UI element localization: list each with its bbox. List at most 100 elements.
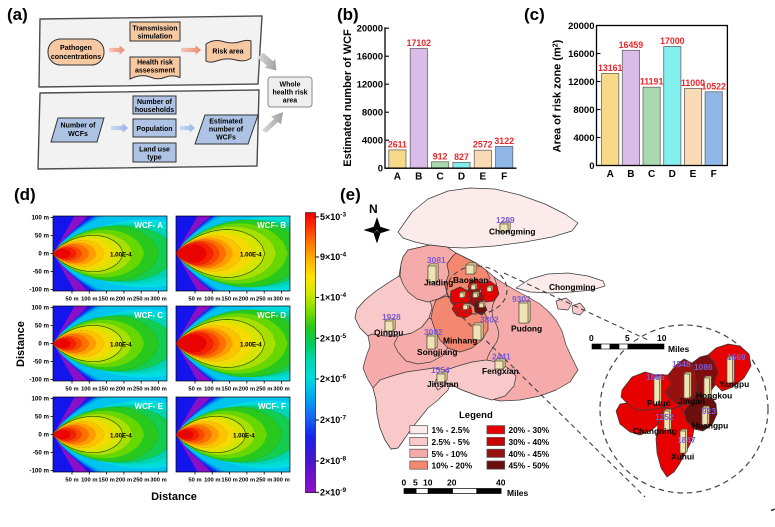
svg-text:50 m: 50 m bbox=[65, 478, 78, 484]
svg-text:13161: 13161 bbox=[598, 63, 623, 73]
svg-text:Miles: Miles bbox=[668, 344, 690, 354]
svg-text:Putuo: Putuo bbox=[647, 398, 671, 408]
svg-text:D: D bbox=[669, 169, 676, 180]
svg-text:E: E bbox=[479, 172, 486, 183]
svg-text:300 m: 300 m bbox=[150, 297, 166, 303]
svg-text:100 m: 100 m bbox=[31, 305, 49, 312]
svg-text:9302: 9302 bbox=[512, 294, 531, 304]
svg-text:300 m: 300 m bbox=[273, 478, 289, 484]
svg-text:health risk: health risk bbox=[272, 90, 307, 97]
svg-text:5: 5 bbox=[625, 333, 630, 343]
svg-text:5: 5 bbox=[413, 478, 418, 488]
svg-text:assessment: assessment bbox=[135, 68, 176, 75]
svg-text:20000: 20000 bbox=[357, 24, 383, 35]
svg-text:1548: 1548 bbox=[672, 359, 691, 369]
svg-text:50 m: 50 m bbox=[65, 297, 78, 303]
svg-text:11000: 11000 bbox=[681, 78, 705, 88]
svg-text:200 m: 200 m bbox=[239, 297, 255, 303]
svg-text:250 m: 250 m bbox=[256, 478, 272, 484]
svg-text:50 m: 50 m bbox=[65, 387, 78, 393]
svg-text:2×10-5: 2×10-5 bbox=[320, 333, 346, 344]
svg-text:1928: 1928 bbox=[382, 312, 401, 322]
svg-text:923: 923 bbox=[702, 406, 716, 416]
svg-text:1086: 1086 bbox=[694, 362, 713, 372]
svg-text:5×10-3: 5×10-3 bbox=[320, 212, 346, 223]
svg-text:Estimated: Estimated bbox=[209, 119, 242, 126]
svg-text:11191: 11191 bbox=[640, 77, 664, 87]
svg-text:1.00E-4: 1.00E-4 bbox=[240, 342, 262, 349]
svg-text:(d): (d) bbox=[14, 185, 36, 204]
svg-text:16459: 16459 bbox=[619, 40, 644, 50]
svg-text:Area of risk zone (m2): Area of risk zone (m2) bbox=[552, 39, 564, 152]
svg-text:4000: 4000 bbox=[362, 136, 383, 147]
svg-text:Population: Population bbox=[136, 126, 172, 133]
svg-text:200 m: 200 m bbox=[116, 478, 132, 484]
svg-text:Huangpu: Huangpu bbox=[692, 421, 728, 431]
svg-text:F: F bbox=[711, 169, 717, 180]
svg-text:150 m: 150 m bbox=[221, 478, 237, 484]
svg-text:1554: 1554 bbox=[431, 365, 450, 375]
svg-text:2.5% - 5%: 2.5% - 5% bbox=[432, 437, 471, 447]
svg-text:3081: 3081 bbox=[427, 255, 446, 265]
svg-text:2×10-9: 2×10-9 bbox=[320, 487, 346, 498]
svg-text:20000: 20000 bbox=[568, 21, 594, 32]
svg-text:WCF- F: WCF- F bbox=[258, 402, 286, 411]
svg-text:Fengxian: Fengxian bbox=[482, 366, 519, 376]
svg-text:827: 827 bbox=[454, 152, 469, 162]
svg-text:E: E bbox=[690, 169, 697, 180]
svg-text:150 m: 150 m bbox=[98, 297, 114, 303]
svg-text:12000: 12000 bbox=[357, 80, 383, 91]
svg-text:0: 0 bbox=[378, 164, 383, 175]
svg-text:300 m: 300 m bbox=[150, 478, 166, 484]
svg-text:A: A bbox=[394, 172, 401, 183]
svg-text:WCF- B: WCF- B bbox=[257, 221, 286, 230]
svg-text:Pathogen: Pathogen bbox=[60, 45, 92, 52]
svg-text:Qingpu: Qingpu bbox=[374, 328, 403, 338]
svg-text:-100 m: -100 m bbox=[29, 377, 49, 384]
svg-text:type: type bbox=[147, 155, 162, 162]
svg-text:45% - 50%: 45% - 50% bbox=[509, 461, 550, 471]
svg-text:Number of: Number of bbox=[61, 123, 97, 130]
svg-text:B: B bbox=[627, 169, 634, 180]
svg-text:1.00E-4: 1.00E-4 bbox=[110, 433, 132, 440]
svg-text:0: 0 bbox=[589, 161, 594, 172]
svg-text:100 m: 100 m bbox=[204, 478, 220, 484]
svg-text:households: households bbox=[135, 107, 174, 114]
svg-text:Xuhui: Xuhui bbox=[671, 452, 694, 462]
svg-text:Transmission: Transmission bbox=[132, 26, 177, 33]
svg-text:Jinshan: Jinshan bbox=[427, 379, 459, 389]
svg-text:2441: 2441 bbox=[492, 352, 511, 362]
svg-text:Land use: Land use bbox=[139, 147, 170, 154]
svg-text:1.00E-4: 1.00E-4 bbox=[233, 433, 255, 440]
svg-text:1.00E-4: 1.00E-4 bbox=[240, 252, 262, 259]
svg-text:150 m: 150 m bbox=[98, 387, 114, 393]
svg-text:Songjiang: Songjiang bbox=[417, 347, 457, 357]
svg-text:simulation: simulation bbox=[137, 34, 172, 41]
svg-text:200 m: 200 m bbox=[239, 387, 255, 393]
svg-text:17000: 17000 bbox=[660, 36, 685, 46]
svg-text:9×10-4: 9×10-4 bbox=[320, 252, 346, 263]
svg-text:20: 20 bbox=[447, 478, 457, 488]
svg-text:N: N bbox=[369, 202, 378, 216]
svg-text:100 m: 100 m bbox=[31, 215, 49, 222]
svg-text:0: 0 bbox=[589, 333, 594, 343]
svg-text:0 m: 0 m bbox=[38, 341, 49, 348]
svg-text:40: 40 bbox=[496, 478, 506, 488]
svg-text:10% - 20%: 10% - 20% bbox=[432, 461, 473, 471]
svg-text:number of: number of bbox=[209, 127, 244, 134]
svg-text:3092: 3092 bbox=[424, 327, 443, 337]
svg-text:912: 912 bbox=[433, 151, 448, 161]
svg-text:WCF- A: WCF- A bbox=[134, 221, 163, 230]
svg-text:Chongming: Chongming bbox=[549, 282, 596, 292]
svg-text:C: C bbox=[648, 169, 655, 180]
svg-text:0 m: 0 m bbox=[38, 432, 49, 439]
svg-text:300 m: 300 m bbox=[273, 297, 289, 303]
svg-text:50 m: 50 m bbox=[35, 323, 50, 330]
svg-text:30% - 40%: 30% - 40% bbox=[509, 437, 550, 447]
svg-text:100 m: 100 m bbox=[204, 297, 220, 303]
svg-text:200 m: 200 m bbox=[116, 387, 132, 393]
svg-text:250 m: 250 m bbox=[133, 387, 149, 393]
svg-text:WCFs: WCFs bbox=[68, 131, 88, 138]
svg-text:Yangpu: Yangpu bbox=[719, 379, 749, 389]
svg-text:100 m: 100 m bbox=[81, 478, 97, 484]
